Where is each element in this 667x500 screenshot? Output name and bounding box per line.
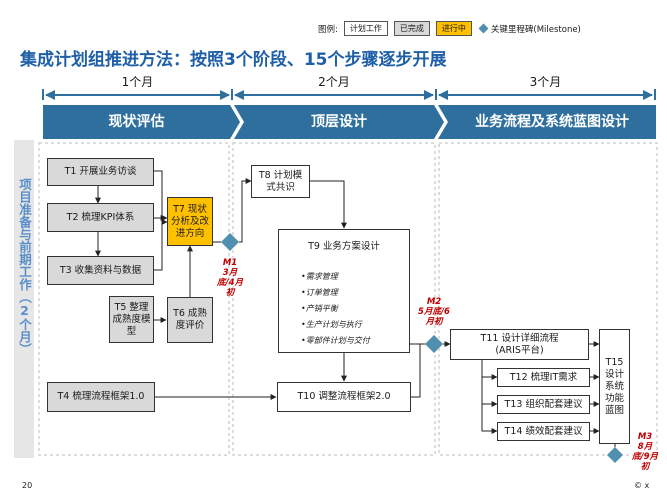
milestone-m2-date: 5月底/6月初 xyxy=(418,307,450,327)
phase-regions xyxy=(38,142,658,456)
legend-label: 图例: xyxy=(318,24,338,35)
phase-chevrons xyxy=(43,105,656,139)
task-t9-title: T9 业务方案设计 xyxy=(308,241,380,252)
task-t3: T3 收集资料与数据 xyxy=(47,256,154,285)
list-item: •需求管理 xyxy=(301,272,338,281)
phase-3-label: 业务流程及系统蓝图设计 xyxy=(475,114,629,130)
list-item: •生产计划与执行 xyxy=(301,320,362,329)
legend: 图例: 计划工作 已完成 进行中 关键里程碑(Milestone) xyxy=(318,21,581,36)
task-t4: T4 梳理流程框架1.0 xyxy=(47,382,155,412)
task-t8: T8 计划模式共识 xyxy=(251,165,310,198)
milestone-m2-label: M2 5月底/6月初 xyxy=(414,297,454,327)
task-t1: T1 开展业务访谈 xyxy=(47,158,154,186)
list-item: •产销平衡 xyxy=(301,304,338,313)
milestone-m1-date: 3月底/4月初 xyxy=(216,268,244,298)
phase-chevron-3 xyxy=(438,105,656,139)
task-t14: T14 绩效配套建议 xyxy=(497,422,590,441)
legend-done: 已完成 xyxy=(393,21,430,36)
task-t10: T10 调整流程框架2.0 xyxy=(277,382,411,412)
list-item: •订单管理 xyxy=(301,288,338,297)
milestone-m2-name: M2 xyxy=(426,297,442,307)
task-t9-list: •需求管理 •订单管理 •产销平衡 •生产计划与执行 •零部件计划与交付 xyxy=(301,269,409,349)
month-3-label: 3个月 xyxy=(529,75,562,89)
milestone-m1-label: M1 3月底/4月初 xyxy=(212,258,248,298)
task-t13: T13 组织配套建议 xyxy=(497,395,590,414)
flow-connectors xyxy=(95,170,616,447)
milestone-m3-date: 8月底/9月初 xyxy=(631,442,659,472)
side-label: 项目准备与前期工作（2个月） xyxy=(17,178,32,356)
side-panel xyxy=(14,140,34,458)
task-t11: T11 设计详细流程(ARIS平台) xyxy=(450,329,589,360)
legend-milestone: 关键里程碑(Milestone) xyxy=(490,24,581,35)
copyright: © x xyxy=(634,481,650,490)
task-t15: T15 设计系统功能蓝图 xyxy=(599,329,630,444)
phase-1-label: 现状评估 xyxy=(108,114,165,130)
phase-2-label: 顶层设计 xyxy=(311,114,367,130)
milestone-m1-name: M1 xyxy=(222,258,238,268)
milestone-m3-name: M3 xyxy=(637,432,653,442)
phase-chevron-2 xyxy=(234,105,444,139)
task-t7: T7 现状分析及改进方向 xyxy=(167,197,213,246)
milestone-m1-icon xyxy=(221,233,239,251)
timeline-arrows xyxy=(42,89,656,100)
legend-doing: 进行中 xyxy=(435,21,472,36)
legend-plan: 计划工作 xyxy=(343,21,388,36)
task-t2: T2 梳理KPI体系 xyxy=(47,203,154,232)
task-t9: T9 业务方案设计 •需求管理 •订单管理 •产销平衡 •生产计划与执行 •零部… xyxy=(278,229,410,353)
milestone-m2-icon xyxy=(425,335,443,353)
task-t5: T5 整理成熟度模型 xyxy=(109,296,154,343)
phase-chevron-1 xyxy=(43,105,240,139)
month-2-label: 2个月 xyxy=(318,75,350,89)
month-1-label: 1个月 xyxy=(121,75,154,89)
page-number: 20 xyxy=(22,481,33,490)
task-t12: T12 梳理IT需求 xyxy=(497,368,590,387)
milestone-m3-icon xyxy=(607,447,623,463)
task-t6: T6 成熟度评价 xyxy=(167,297,213,343)
milestone-m3-label: M3 8月底/9月初 xyxy=(627,432,663,472)
milestones xyxy=(221,233,623,463)
list-item: •零部件计划与交付 xyxy=(301,336,370,345)
page-title: 集成计划组推进方法：按照3个阶段、15个步骤逐步开展 xyxy=(20,50,447,70)
